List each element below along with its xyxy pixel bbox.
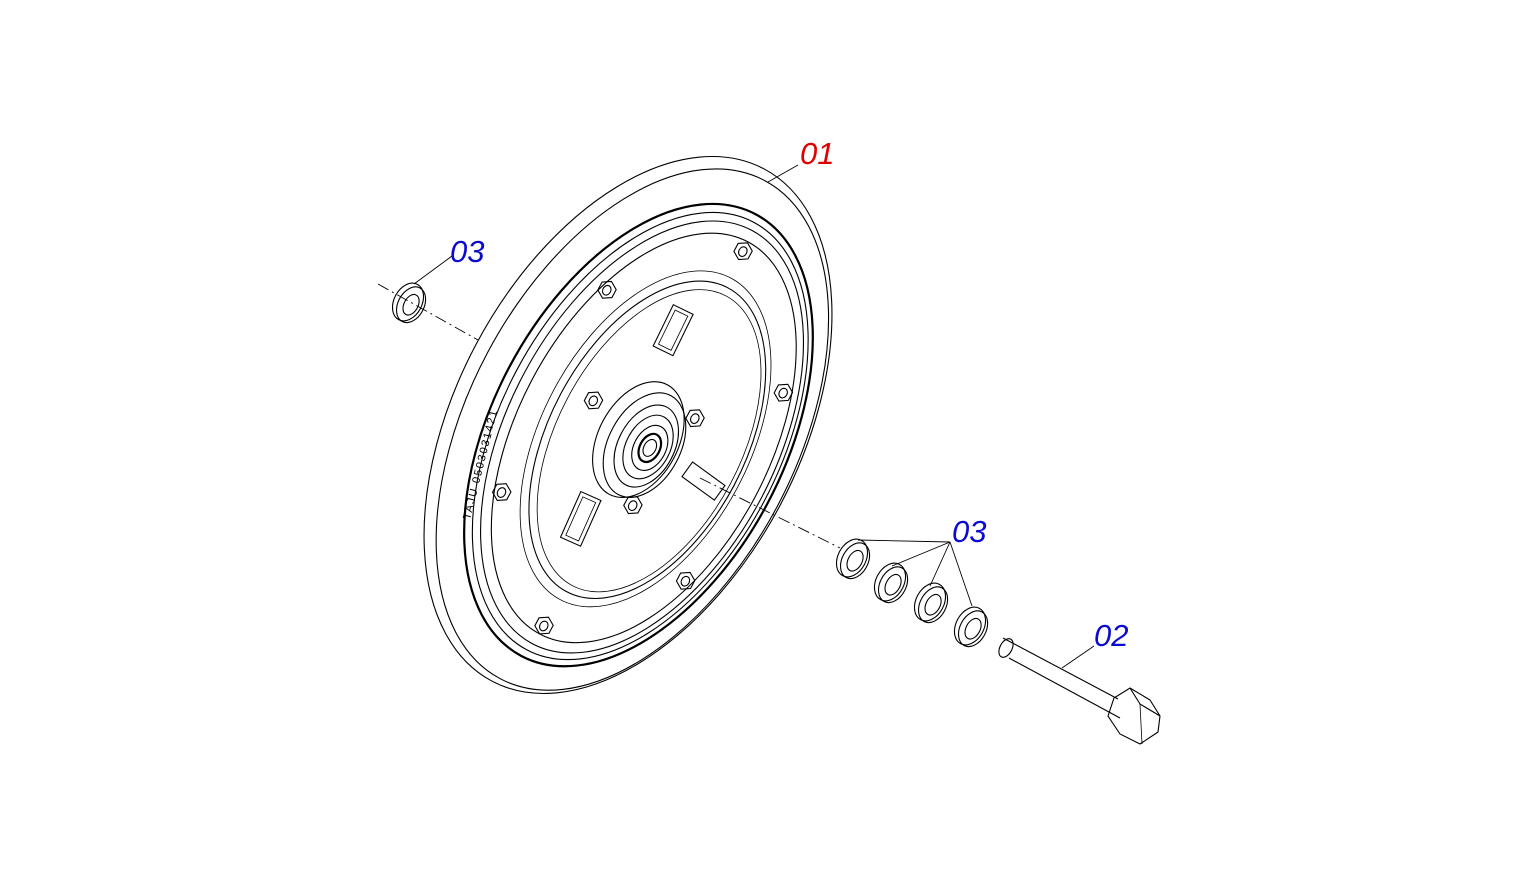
hub-nut-ring: [583, 391, 705, 515]
bolt-tip: [998, 638, 1014, 658]
wheel-rim-lip: [480, 220, 805, 654]
washer-right-2: [873, 562, 909, 604]
leader-03-left: [413, 255, 453, 285]
assembly-axis-left: [377, 283, 479, 341]
bolt: [998, 637, 1161, 745]
outer-nut-ring: [491, 242, 794, 635]
washer-right-4: [953, 606, 989, 648]
washer-stack: [835, 538, 989, 648]
disc-windows: [559, 303, 726, 547]
wheel-tyre-outer: [423, 155, 833, 695]
assembly-axis-right: [699, 477, 841, 549]
wheel-disc-step: [536, 289, 762, 593]
wheel-rim: [463, 202, 814, 668]
washer-right-1: [835, 538, 871, 580]
wheel-assembly: [423, 155, 833, 695]
callout-03-washer-right: 03: [952, 514, 986, 549]
wheel-tyre-edge: [435, 168, 830, 691]
wheel-hub: [592, 381, 687, 498]
callout-03-washer-left: 03: [450, 234, 484, 269]
callout-01-wheel: 01: [800, 136, 834, 171]
washer-left: [391, 282, 427, 324]
leader-01: [767, 164, 799, 183]
wheel-marking-text: TAJU 0503031421: [461, 408, 500, 521]
leader-03-right: [857, 539, 973, 607]
bolt-head: [1107, 687, 1161, 745]
leader-02: [1061, 645, 1095, 669]
callout-02-bolt: 02: [1094, 618, 1128, 653]
wheel-disc-inner: [528, 280, 767, 600]
wheel-disc-ring: [519, 270, 772, 608]
washer-right-3: [913, 582, 949, 624]
wheel-rim-inner: [471, 211, 809, 661]
